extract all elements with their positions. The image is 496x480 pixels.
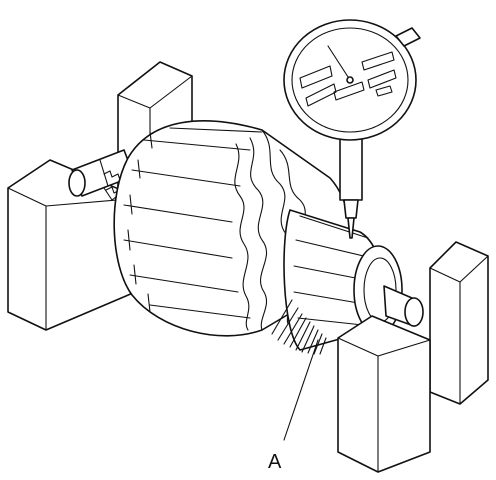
commutator — [271, 209, 403, 355]
callout-a: A — [268, 339, 319, 473]
right-v-block — [337, 241, 489, 473]
left-shaft — [68, 149, 135, 197]
callout-label: A — [268, 451, 282, 473]
dial-indicator — [283, 19, 421, 239]
right-shaft — [383, 285, 424, 327]
